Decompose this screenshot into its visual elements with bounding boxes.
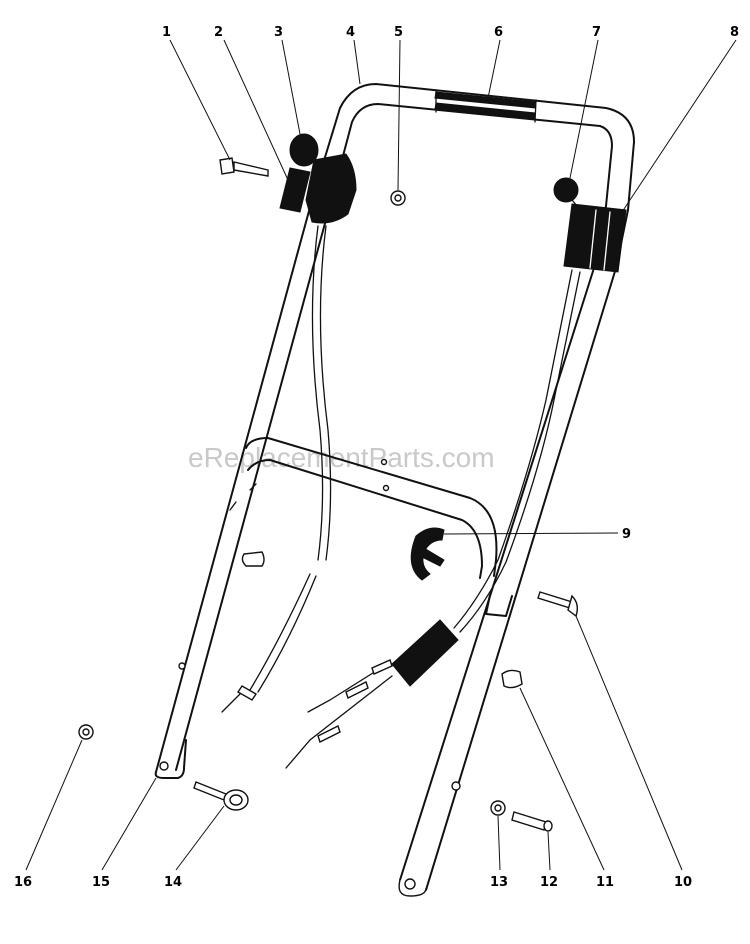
right-control-knob — [553, 177, 585, 215]
carriage-bolt-10 — [537, 591, 579, 618]
control-cables — [221, 225, 581, 769]
callout-3: 3 — [274, 25, 283, 40]
clip-11 — [501, 669, 523, 689]
bolt-14 — [193, 781, 249, 811]
nut-16 — [78, 724, 94, 740]
callout-14: 14 — [164, 875, 182, 890]
callout-10: 10 — [674, 875, 692, 890]
left-lever-knob — [289, 133, 327, 181]
bolt-1 — [219, 157, 269, 177]
callout-7: 7 — [592, 25, 601, 40]
callout-6: 6 — [494, 25, 503, 40]
pin-12 — [511, 811, 553, 832]
callout-12: 12 — [540, 875, 558, 890]
cable-guide — [410, 527, 445, 581]
left-control-bracket — [305, 153, 357, 224]
nut-5 — [390, 190, 406, 206]
callout-11: 11 — [596, 875, 614, 890]
callout-16: 16 — [14, 875, 32, 890]
right-control-housing — [563, 203, 627, 273]
callout-1: 1 — [162, 25, 171, 40]
callout-2: 2 — [214, 25, 223, 40]
callout-5: 5 — [394, 25, 403, 40]
left-lever-grip — [279, 167, 311, 213]
callout-15: 15 — [92, 875, 110, 890]
nut-13 — [490, 800, 506, 816]
callout-8: 8 — [730, 25, 739, 40]
handle-grip — [434, 89, 537, 123]
callout-4: 4 — [346, 25, 355, 40]
callout-labels: 1 2 3 4 5 6 7 8 9 10 11 12 13 14 15 16 — [14, 25, 739, 890]
leader-lines — [25, 39, 737, 871]
cable-clip — [241, 551, 265, 567]
watermark: eReplacementParts.com — [188, 442, 495, 473]
callout-13: 13 — [490, 875, 508, 890]
callout-9: 9 — [622, 527, 631, 542]
